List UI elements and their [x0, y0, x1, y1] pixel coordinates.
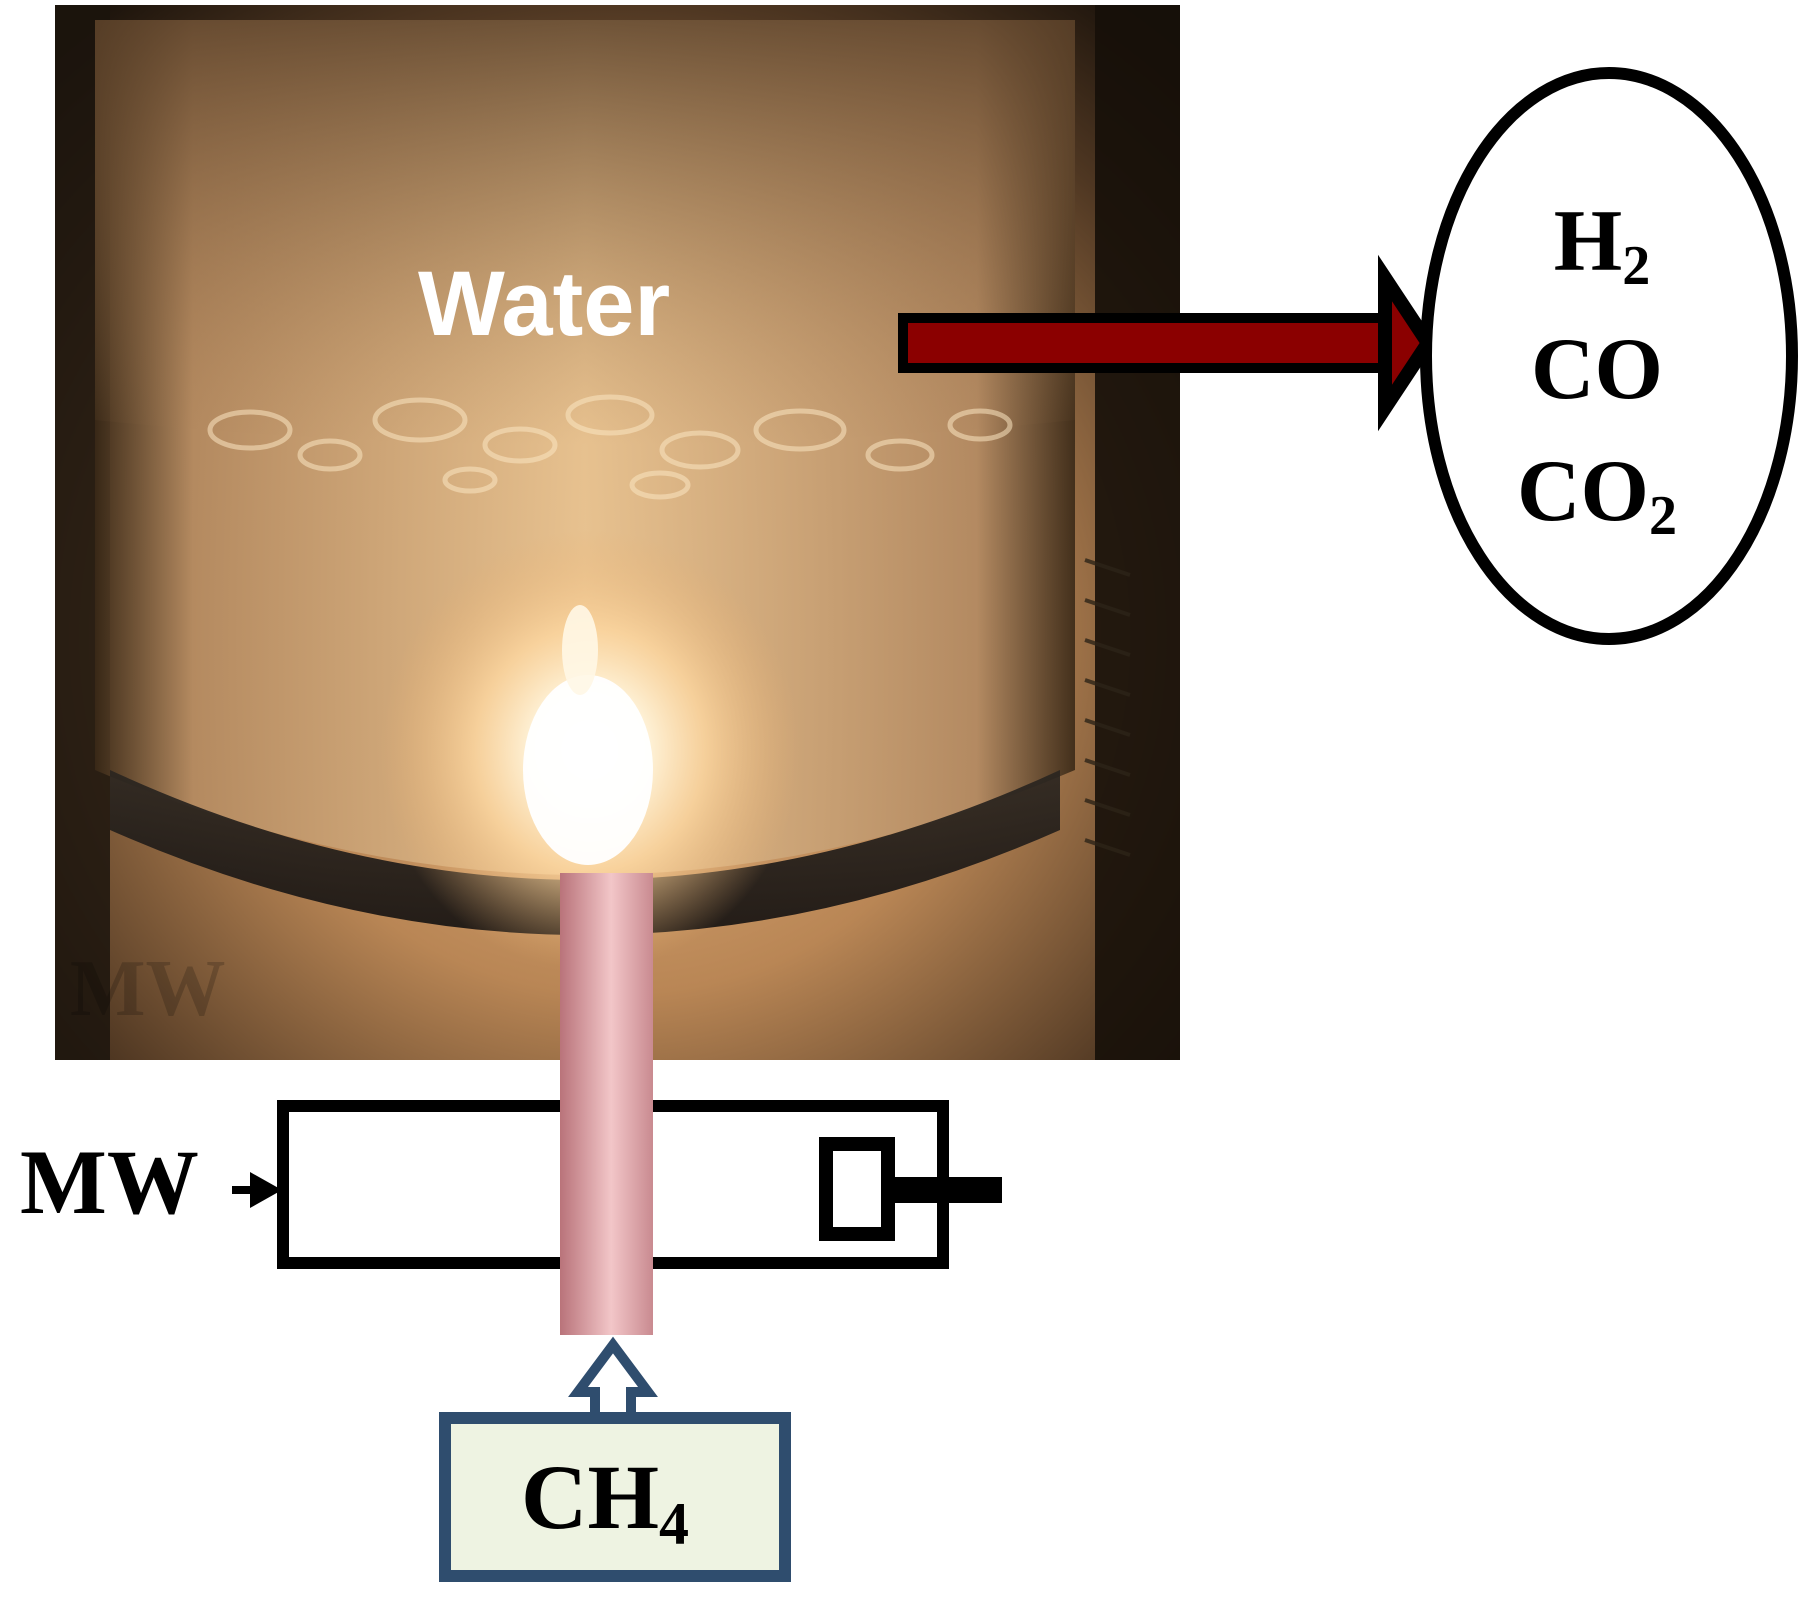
- feed-tube: [560, 873, 653, 1335]
- mw-input: MW: [20, 1131, 282, 1233]
- gas-source-box: CH4: [439, 1412, 791, 1582]
- bubble-band: [207, 394, 1013, 500]
- gas-label: CH4: [521, 1446, 689, 1557]
- tuner-plunger: [819, 1137, 895, 1241]
- reactor-photo: MW Water: [55, 5, 1180, 1060]
- mw-label: MW: [20, 1131, 199, 1233]
- arrow-right-icon: [898, 254, 1437, 432]
- vessel-base: [110, 770, 1060, 935]
- faint-photo-label: MW: [70, 945, 226, 1033]
- product-co2: CO2: [1517, 443, 1677, 547]
- product-co: CO: [1531, 321, 1663, 418]
- arrow-up-icon: [568, 1336, 658, 1423]
- coil-lines: [1084, 558, 1131, 857]
- product-h2: H2: [1554, 193, 1650, 297]
- mw-arrow-icon: [232, 1172, 282, 1208]
- products-ellipse: H2 CO CO2: [1420, 67, 1798, 645]
- water-label: Water: [418, 253, 670, 355]
